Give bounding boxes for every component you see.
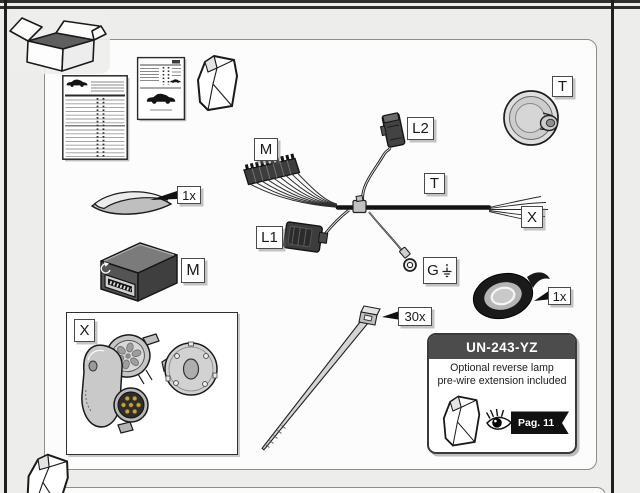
label-harness-module: M: [254, 138, 278, 161]
info-box-description: Optional reverse lamp pre-wire extension…: [429, 362, 575, 388]
optional-extension-box: UN-243-YZ Optional reverse lamp pre-wire…: [427, 333, 577, 454]
ground-letter: G: [427, 262, 439, 279]
page-ref-banner: Pag. 11: [511, 411, 569, 435]
top-rule-inner: [0, 6, 640, 9]
label-harness-l2: L2: [407, 117, 434, 140]
label-harness-socket-end: X: [521, 206, 543, 228]
info-box-header: UN-243-YZ: [429, 335, 575, 359]
label-harness-l1: L1: [256, 226, 283, 249]
label-template-qty: 1x: [177, 186, 201, 204]
page-border-left: [4, 0, 7, 493]
description-line2: pre-wire extension included: [437, 375, 567, 388]
label-harness-ground: G: [423, 257, 457, 284]
label-grommet: T: [552, 76, 573, 97]
top-rule-outer: [0, 0, 640, 3]
label-harness-tube: T: [424, 173, 445, 194]
ground-icon: [442, 263, 452, 277]
page-border-right: [611, 0, 614, 493]
description-line1: Optional reverse lamp: [450, 362, 554, 374]
label-tape-qty: 1x: [548, 287, 571, 305]
label-socket-box: X: [74, 319, 95, 342]
info-box-icons: Pag. 11: [429, 388, 575, 454]
label-ties-qty: 30x: [398, 307, 432, 326]
see-page-eye-icon: [486, 409, 512, 431]
next-section-panel: [56, 487, 606, 493]
parts-bag-icon: [442, 389, 482, 453]
label-module: M: [181, 258, 205, 283]
